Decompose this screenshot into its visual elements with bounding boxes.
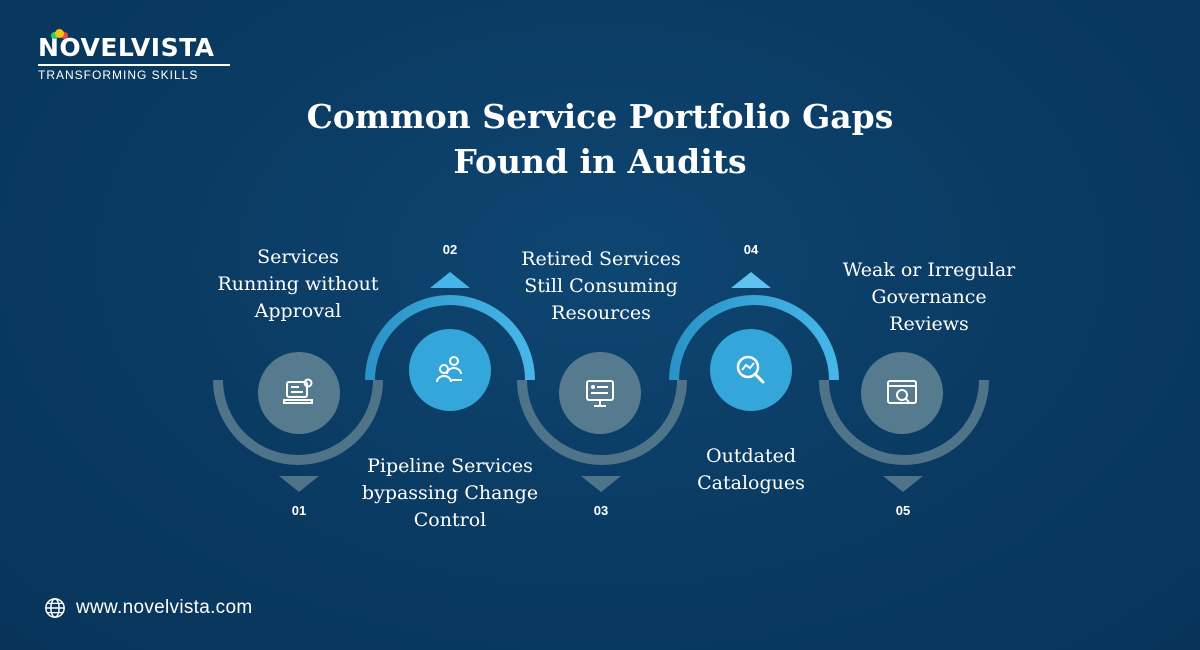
node-step-02	[409, 329, 491, 411]
brand-tagline: TRANSFORMING SKILLS	[38, 67, 199, 82]
logo-divider	[38, 64, 230, 66]
step-label-01: Services Running without Approval	[198, 244, 398, 325]
arc-step-03	[517, 379, 687, 465]
step-number-03: 03	[593, 503, 609, 518]
triangle-step-01	[279, 476, 319, 492]
node-step-01	[258, 352, 340, 434]
step-label-03: Retired Services Still Consuming Resourc…	[491, 246, 711, 327]
laptop-settings-icon	[283, 378, 313, 404]
arc-step-02	[365, 295, 535, 381]
triangle-step-02	[430, 272, 470, 288]
step-04-line-2: Catalogues	[697, 472, 805, 494]
step-label-04: Outdated Catalogues	[651, 443, 851, 497]
logo-sun-icon	[55, 29, 64, 38]
triangle-step-03	[581, 476, 621, 492]
step-02-line-1: Pipeline Services	[367, 455, 533, 477]
triangle-step-05	[883, 476, 923, 492]
node-step-05	[861, 352, 943, 434]
people-users-icon	[436, 356, 462, 383]
step-05-line-1: Weak or Irregular	[842, 259, 1016, 281]
triangle-step-04	[731, 272, 771, 288]
step-label-02: Pipeline Services bypassing Change Contr…	[340, 453, 560, 534]
step-02-line-3: Control	[413, 509, 487, 531]
step-label-05: Weak or Irregular Governance Reviews	[819, 257, 1039, 338]
browser-search-icon	[887, 380, 917, 404]
step-01-line-2: Running without	[217, 273, 379, 295]
step-03-line-1: Retired Services	[521, 248, 681, 270]
globe-icon	[45, 598, 65, 618]
step-05-line-2: Governance	[871, 286, 987, 308]
arc-step-01	[213, 379, 383, 465]
footer-website[interactable]: www.novelvista.com	[44, 597, 252, 619]
magnifier-trend-icon	[736, 355, 765, 384]
step-01-line-3: Approval	[254, 300, 342, 322]
arc-step-04	[669, 295, 839, 381]
step-number-02: 02	[442, 242, 458, 257]
arc-step-05	[819, 379, 989, 465]
website-link[interactable]: www.novelvista.com	[76, 597, 253, 618]
brand-name: NOVELVISTA	[38, 33, 215, 62]
step-05-line-3: Reviews	[889, 313, 969, 335]
step-04-line-1: Outdated	[706, 445, 796, 467]
step-02-line-2: bypassing Change	[361, 482, 539, 504]
monitor-dashboard-icon	[586, 380, 614, 407]
node-step-03	[559, 352, 641, 434]
title-line-2: Found in Audits	[453, 142, 747, 181]
step-01-line-1: Services	[257, 246, 339, 268]
step-03-line-3: Resources	[551, 302, 651, 324]
step-number-01: 01	[291, 503, 307, 518]
step-03-line-2: Still Consuming	[524, 275, 678, 297]
step-number-05: 05	[895, 503, 911, 518]
step-number-04: 04	[743, 242, 759, 257]
brand-logo[interactable]: NOVELVISTA TRANSFORMING SKILLS	[38, 29, 238, 82]
page-title: Common Service Portfolio Gaps Found in A…	[0, 94, 1200, 184]
title-line-1: Common Service Portfolio Gaps	[306, 97, 894, 136]
node-step-04	[710, 329, 792, 411]
